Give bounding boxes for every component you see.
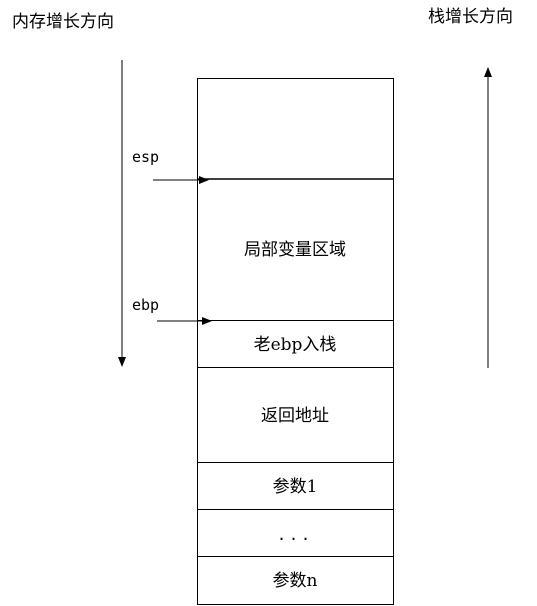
stack-direction-label: 栈增长方向 [428,7,513,27]
return-address-cell: 返回地址 [261,406,329,426]
param-1-cell: 参数1 [273,477,318,497]
memory-direction-label: 内存增长方向 [12,12,114,32]
ellipsis-cell: ... [277,526,313,544]
ebp-label: ebp [132,296,159,314]
saved-ebp-cell: 老ebp入栈 [254,335,337,355]
stack-frame-box [197,78,394,605]
param-n-cell: 参数n [273,571,318,591]
esp-label: esp [132,148,159,166]
local-variables-cell: 局部变量区域 [244,240,346,260]
